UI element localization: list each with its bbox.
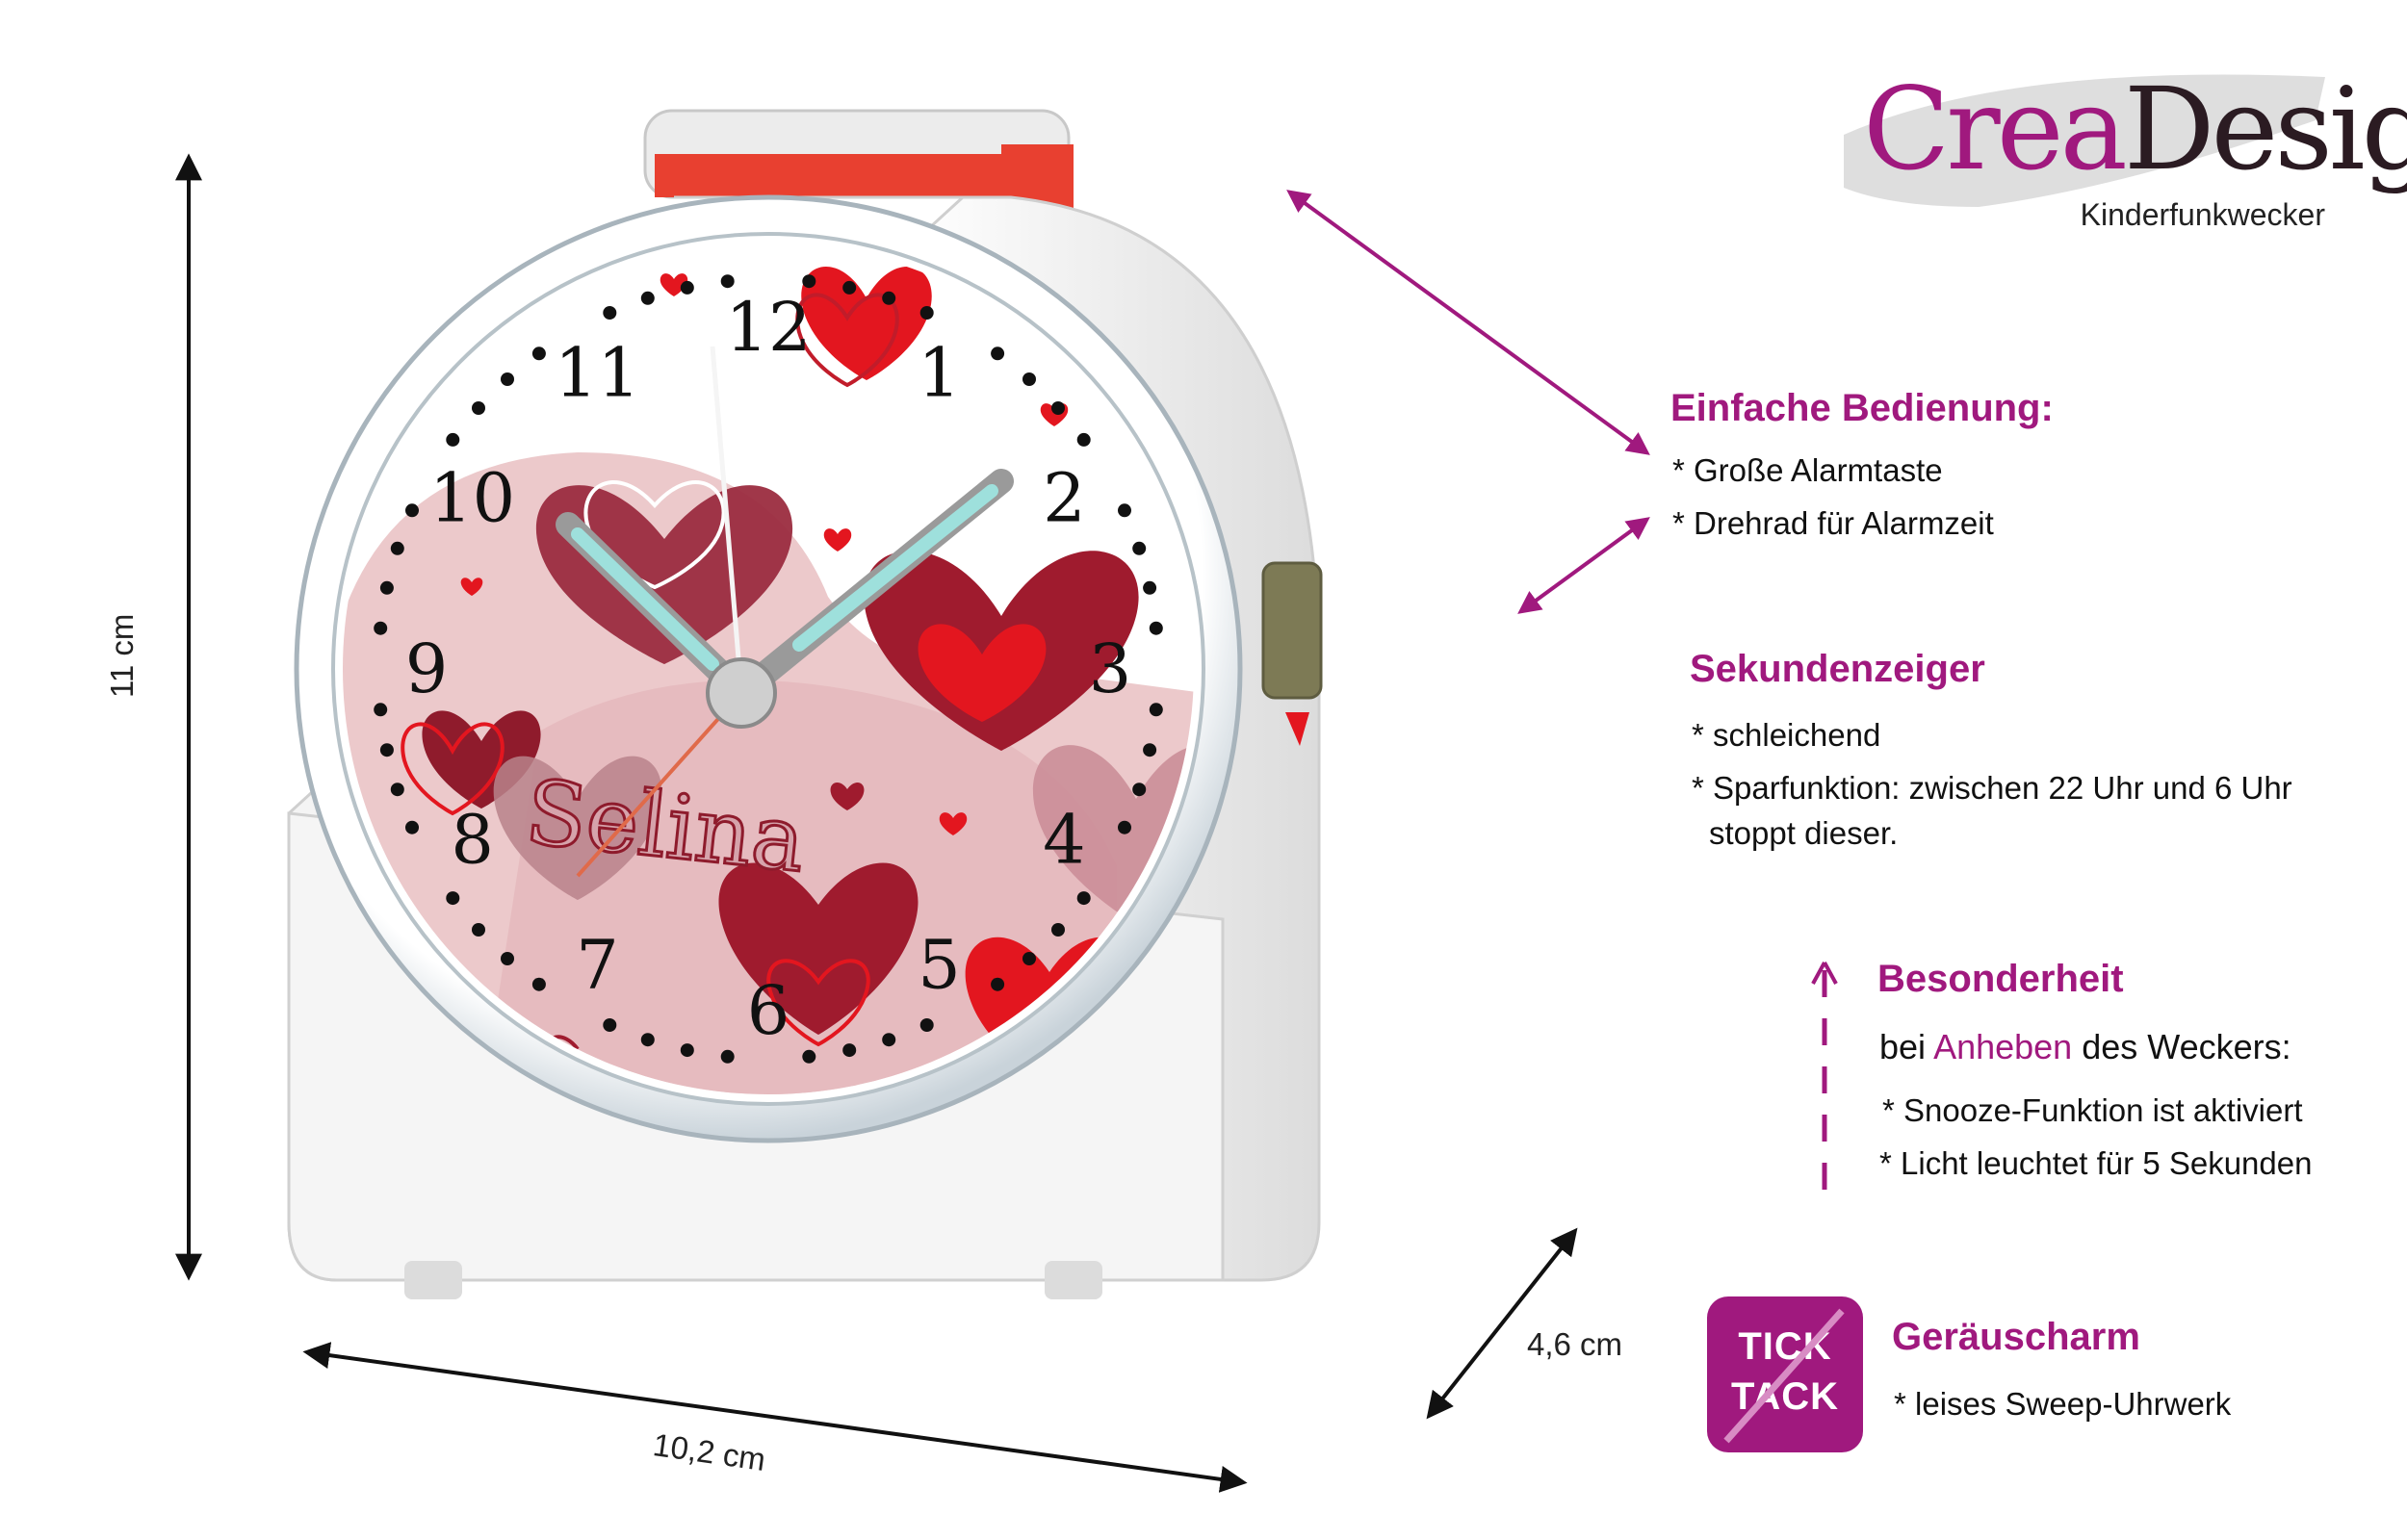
clock-numeral: 10 [429, 459, 515, 538]
minute-dot [1118, 820, 1131, 834]
minute-dot [501, 952, 514, 965]
minute-dot [1051, 923, 1065, 937]
minute-dot [1022, 372, 1036, 386]
special-item: * Snooze-Funktion ist aktiviert [1882, 1092, 2303, 1128]
minute-dot [1149, 621, 1163, 635]
clock-numeral: 1 [918, 334, 961, 413]
minute-dot [640, 291, 655, 305]
minute-dot [1132, 541, 1147, 555]
minute-dot [1132, 783, 1147, 797]
minute-dot [919, 1018, 934, 1032]
minute-dot [374, 703, 388, 717]
clock-numeral: 11 [555, 334, 640, 413]
badge-line: TICK [1738, 1325, 1832, 1368]
minute-dot [390, 541, 404, 555]
clock-numeral: 4 [1043, 801, 1086, 880]
minute-dot [501, 372, 514, 386]
second-hand-item: * schleichend [1692, 717, 1881, 753]
minute-dot [446, 891, 460, 906]
logo-brush-stroke [1844, 74, 2325, 207]
minute-dot [603, 1018, 617, 1032]
depth-label: 4,6 cm [1527, 1326, 1623, 1362]
clock-numeral: 9 [405, 629, 449, 708]
minute-dot [472, 923, 485, 937]
clock-numeral: 3 [1089, 629, 1132, 708]
minute-dot [882, 1033, 896, 1047]
minute-dot [1076, 891, 1091, 906]
minute-dot [842, 1043, 857, 1058]
minute-dot [720, 1049, 735, 1064]
minute-dot [1022, 952, 1036, 965]
logo-wordmark: CreaDesign [1863, 63, 2407, 195]
minute-dot [531, 346, 546, 361]
second-hand-item: * Sparfunktion: zwischen 22 Uhr und 6 Uh… [1692, 770, 2292, 806]
minute-dot [1143, 580, 1157, 595]
minute-dot [405, 820, 419, 834]
clock-numeral: 2 [1043, 459, 1086, 538]
minute-dot [472, 401, 485, 415]
minute-dot [919, 306, 934, 320]
minute-dot [680, 280, 694, 295]
minute-dot [640, 1033, 655, 1047]
second-hand-title: Sekundenzeiger [1690, 648, 1985, 690]
operation-item: * Drehrad für Alarmzeit [1672, 505, 1994, 541]
minute-dot [720, 274, 735, 289]
tick-tack-badge: TICK TACK [1707, 1296, 1863, 1452]
minute-dot [842, 280, 857, 295]
minute-dot [1118, 503, 1131, 518]
clock-numeral: 5 [918, 925, 961, 1004]
logo-subtitle: Kinderfunkwecker [2080, 197, 2325, 232]
minute-dot [882, 291, 896, 305]
minute-dot [405, 503, 419, 518]
minute-dot [1076, 432, 1091, 447]
minute-dot [1051, 401, 1065, 415]
minute-dot [446, 432, 460, 447]
minute-dot [1149, 703, 1163, 717]
clock-numeral: 8 [451, 801, 494, 880]
minute-dot [680, 1043, 694, 1058]
minute-dot [1143, 743, 1157, 757]
minute-dot [802, 274, 816, 289]
second-hand-item: stoppt dieser. [1709, 815, 1899, 851]
operation-item: * Große Alarmtaste [1672, 452, 1943, 488]
minute-dot [390, 783, 404, 797]
minute-dot [991, 346, 1005, 361]
brand-logo: CreaDesign Kinderfunkwecker [1834, 43, 2407, 245]
clock-numeral: 7 [576, 925, 619, 1004]
noise-title: Geräuscharm [1892, 1316, 2140, 1358]
minute-dot [379, 580, 394, 595]
minute-dot [531, 977, 546, 991]
minute-dot [802, 1049, 816, 1064]
noise-item: * leises Sweep-Uhrwerk [1894, 1386, 2232, 1422]
clock-numeral: 12 [725, 288, 811, 367]
minute-dot [991, 977, 1005, 991]
clock-numeral: 6 [747, 971, 790, 1050]
strike-through-icon [1723, 1308, 1845, 1444]
special-lift-line: bei Anheben des Weckers: [1879, 1027, 2291, 1066]
operation-title: Einfache Bedienung: [1670, 387, 2054, 429]
special-item: * Licht leuchtet für 5 Sekunden [1879, 1145, 2313, 1181]
height-label: 11 cm [104, 613, 140, 698]
minute-dot [603, 306, 617, 320]
minute-dot [374, 621, 388, 635]
special-title: Besonderheit [1877, 958, 2124, 1000]
minute-dot [379, 743, 394, 757]
